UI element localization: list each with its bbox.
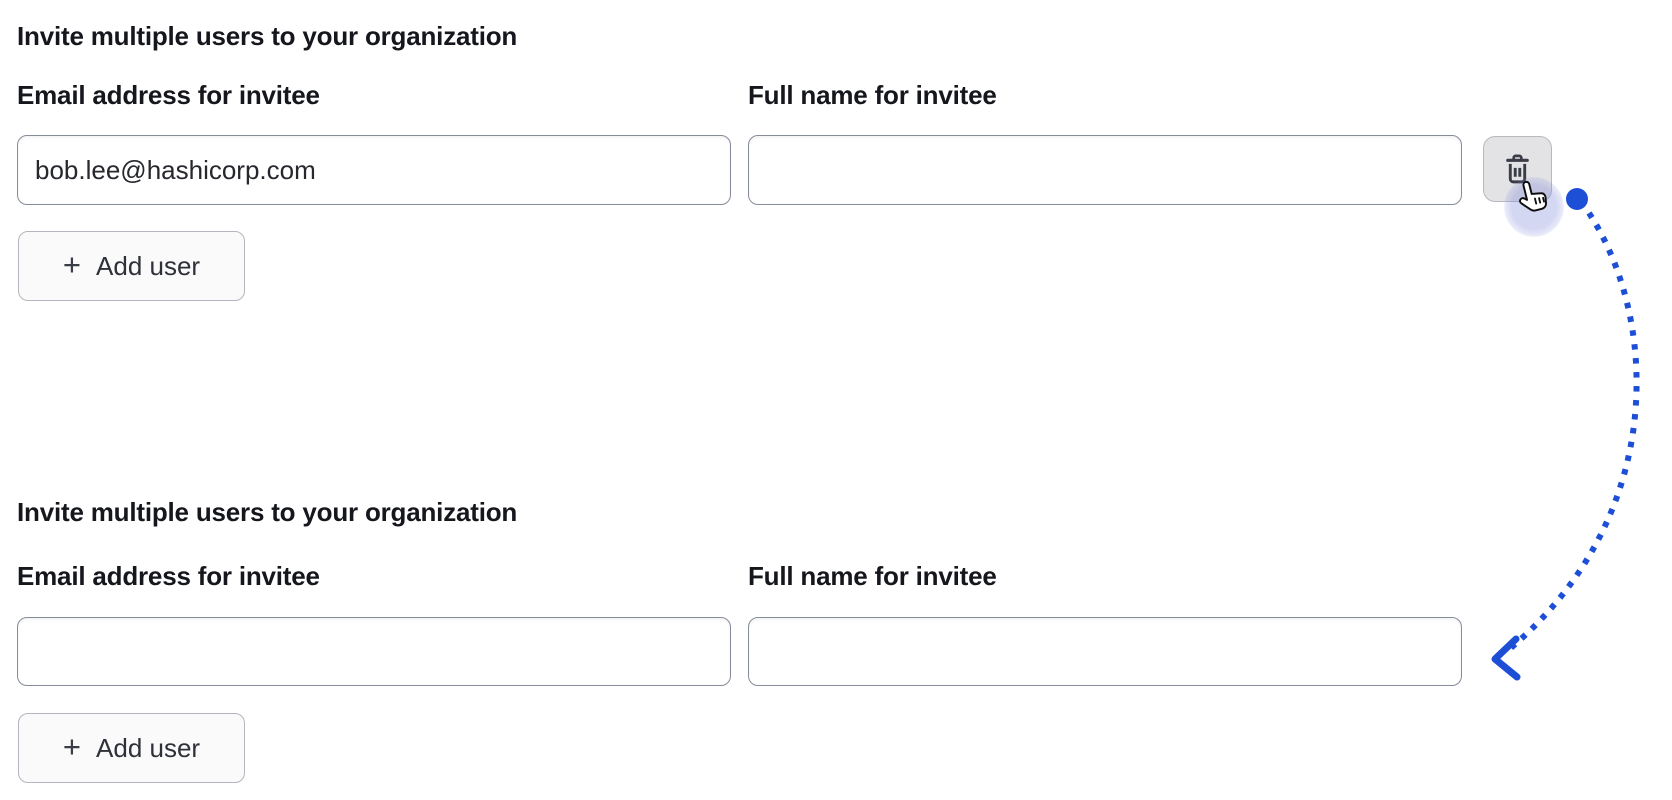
dotted-arc <box>1504 211 1640 655</box>
fullname-input[interactable] <box>748 617 1462 686</box>
email-label: Email address for invitee <box>17 561 320 591</box>
fullname-label: Full name for invitee <box>748 561 997 591</box>
email-label: Email address for invitee <box>17 80 320 110</box>
email-input[interactable] <box>17 617 731 686</box>
arrowhead <box>1491 635 1521 681</box>
trash-icon <box>1504 153 1531 186</box>
email-input[interactable] <box>17 135 731 205</box>
section-heading: Invite multiple users to your organizati… <box>17 497 518 527</box>
fullname-input[interactable] <box>748 135 1462 205</box>
plus-icon: + <box>62 247 82 282</box>
fullname-label: Full name for invitee <box>748 80 997 110</box>
add-user-label: Add user <box>96 250 201 281</box>
add-user-button[interactable]: + Add user <box>18 713 245 783</box>
add-user-label: Add user <box>96 732 201 763</box>
section-heading: Invite multiple users to your organizati… <box>17 21 518 51</box>
annotation-dot <box>1566 188 1588 210</box>
plus-icon: + <box>62 729 82 764</box>
add-user-button[interactable]: + Add user <box>18 231 245 301</box>
delete-user-button[interactable] <box>1483 136 1552 202</box>
